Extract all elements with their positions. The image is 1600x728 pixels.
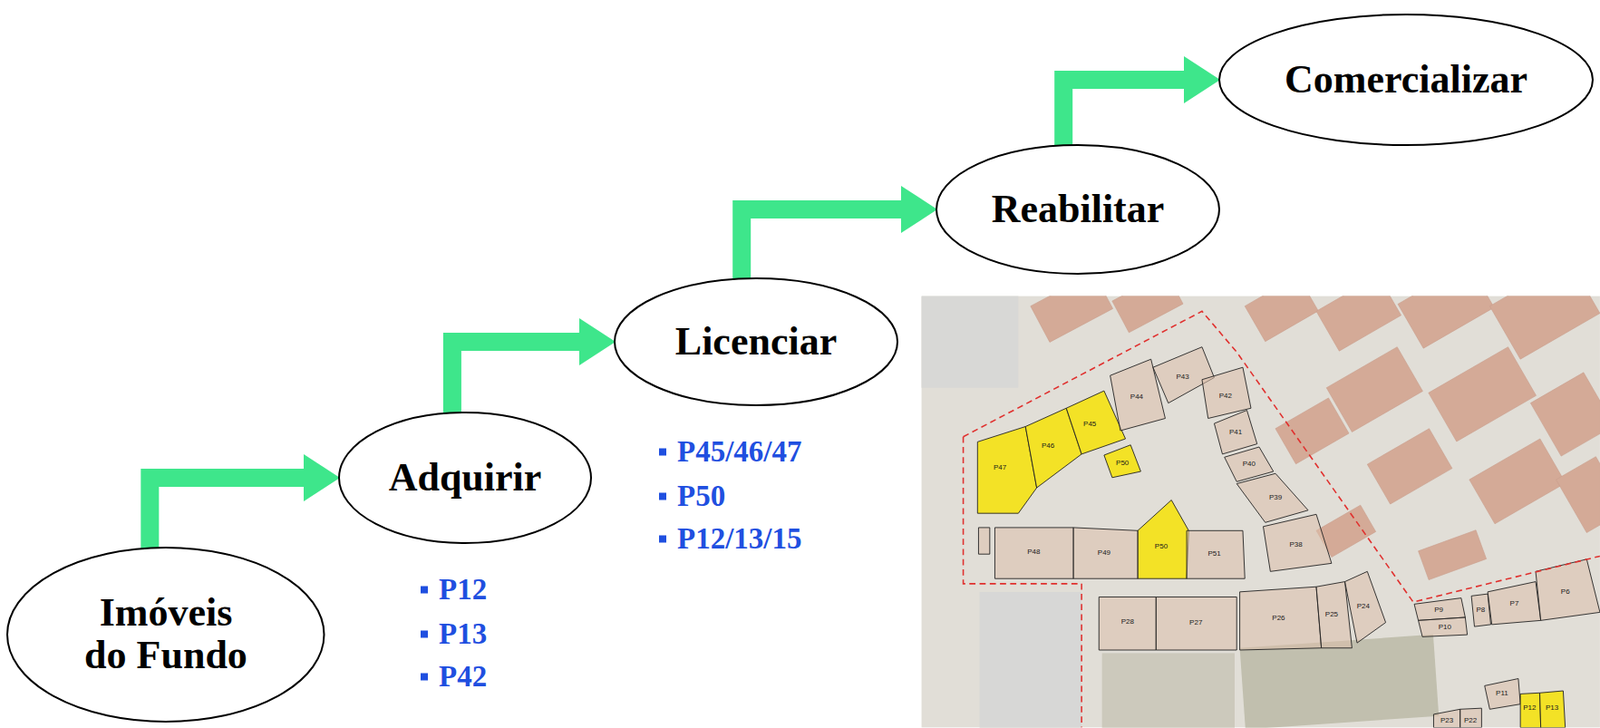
parcel-label: P26 (1271, 614, 1285, 622)
parcel-list-text: P12 (438, 572, 487, 607)
parcel-label: P42 (1219, 392, 1232, 400)
list-item: P12/13/15 (659, 522, 803, 556)
process-ellipse: Imóveis do Fundo (5, 545, 327, 724)
bullet-square (659, 534, 667, 543)
parcel (1433, 708, 1460, 728)
highlighted-parcel (1540, 690, 1566, 728)
ellipse-shape (7, 547, 325, 722)
parcel-label: P49 (1097, 549, 1111, 557)
node-label: Licenciar (675, 320, 837, 364)
parcel-label: P10 (1438, 623, 1452, 631)
parcel (1236, 473, 1309, 523)
area-boundary (963, 436, 1083, 728)
list-item: P50 (659, 479, 726, 514)
parcel (1345, 571, 1387, 643)
parcel-label: P44 (1130, 393, 1144, 401)
map-illustration (921, 295, 1600, 728)
parcel-label: P39 (1269, 494, 1282, 502)
parcel-label: P51 (1207, 550, 1221, 558)
parcel-list-text: P12/13/15 (677, 522, 803, 556)
node-label: Reabilitar (991, 188, 1165, 232)
area-boundary (963, 310, 1600, 602)
parcel-list-text: P42 (438, 659, 487, 694)
bullet-square (659, 447, 667, 456)
parcel-label: P8 (1475, 606, 1485, 614)
parcel-label: P9 (1434, 606, 1444, 614)
list-item: P45/46/47 (659, 435, 803, 469)
parcel-label: P40 (1242, 460, 1256, 468)
ellipse-shape (339, 412, 592, 544)
parcel-label: P41 (1229, 428, 1242, 437)
list-item: P42 (420, 659, 487, 694)
parcel (1460, 707, 1483, 728)
parcel-label: P50 (1115, 459, 1129, 467)
step-arrow (452, 341, 581, 418)
parcel (1202, 367, 1251, 418)
parcel-label: P28 (1121, 618, 1135, 626)
parcel-label: P24 (1357, 602, 1370, 611)
parcel-label: P46 (1041, 442, 1055, 450)
parcel-label: P11 (1495, 689, 1509, 698)
step-arrow (741, 209, 902, 284)
parcel (1484, 678, 1521, 710)
parcel (994, 527, 1074, 579)
node-label: Comercializar (1284, 58, 1528, 102)
parcel-label: P7 (1510, 600, 1520, 608)
map-fade (921, 295, 1600, 728)
parcel-label: P50 (1154, 543, 1168, 551)
ellipse-shape (614, 278, 898, 406)
bullet-square (420, 630, 428, 638)
parcel (1186, 530, 1245, 579)
parcel-label: P45 (1083, 420, 1096, 428)
parcel (1535, 559, 1600, 621)
step-arrow (149, 477, 305, 553)
process-ellipse: Comercializar (1217, 12, 1595, 147)
parcel-list-text: P45/46/47 (677, 435, 803, 469)
parcel-label: P47 (993, 464, 1007, 472)
bullet-square (420, 585, 428, 593)
ellipse-shape (936, 145, 1220, 274)
parcel-list-text: P13 (438, 617, 487, 651)
parcel-label: P6 (1561, 588, 1571, 596)
list-item: P12 (420, 572, 487, 607)
parcel (978, 527, 990, 554)
node-label: Imóveis do Fundo (61, 591, 271, 677)
highlighted-parcel (1520, 692, 1542, 728)
parcel (1213, 409, 1257, 454)
parcel-label: P25 (1325, 610, 1339, 619)
list-item: P13 (420, 617, 487, 651)
parcel (1262, 513, 1331, 572)
parcel-label: P23 (1440, 717, 1454, 725)
process-ellipse: Adquirir (337, 410, 593, 545)
bullet-square (420, 672, 428, 680)
parcel-label: P27 (1189, 619, 1203, 627)
parcel (1073, 527, 1138, 579)
highlighted-parcel (1104, 445, 1142, 478)
highlighted-parcel (1137, 500, 1189, 580)
parcel-list-text: P50 (677, 479, 726, 514)
parcel (1418, 617, 1468, 637)
parcel-label: P43 (1175, 373, 1189, 381)
parcel-label: P12 (1522, 704, 1536, 712)
parcel-label: P22 (1464, 717, 1477, 725)
map-ground (921, 295, 1600, 728)
parcel (1471, 593, 1491, 627)
node-label: Adquirir (388, 456, 543, 500)
parcel-label: P48 (1027, 548, 1040, 556)
process-ellipse: Licenciar (612, 276, 900, 408)
process-ellipse: Reabilitar (934, 143, 1222, 276)
parcel (1414, 598, 1465, 621)
parcel (1240, 586, 1322, 650)
parcel (1098, 596, 1156, 650)
step-arrow (1063, 79, 1185, 151)
parcel (1487, 581, 1542, 625)
parcel-label: P13 (1545, 704, 1559, 712)
ellipse-shape (1219, 14, 1593, 146)
parcel-label: P38 (1289, 541, 1302, 549)
parcel (1155, 596, 1237, 650)
bullet-square (659, 492, 667, 500)
